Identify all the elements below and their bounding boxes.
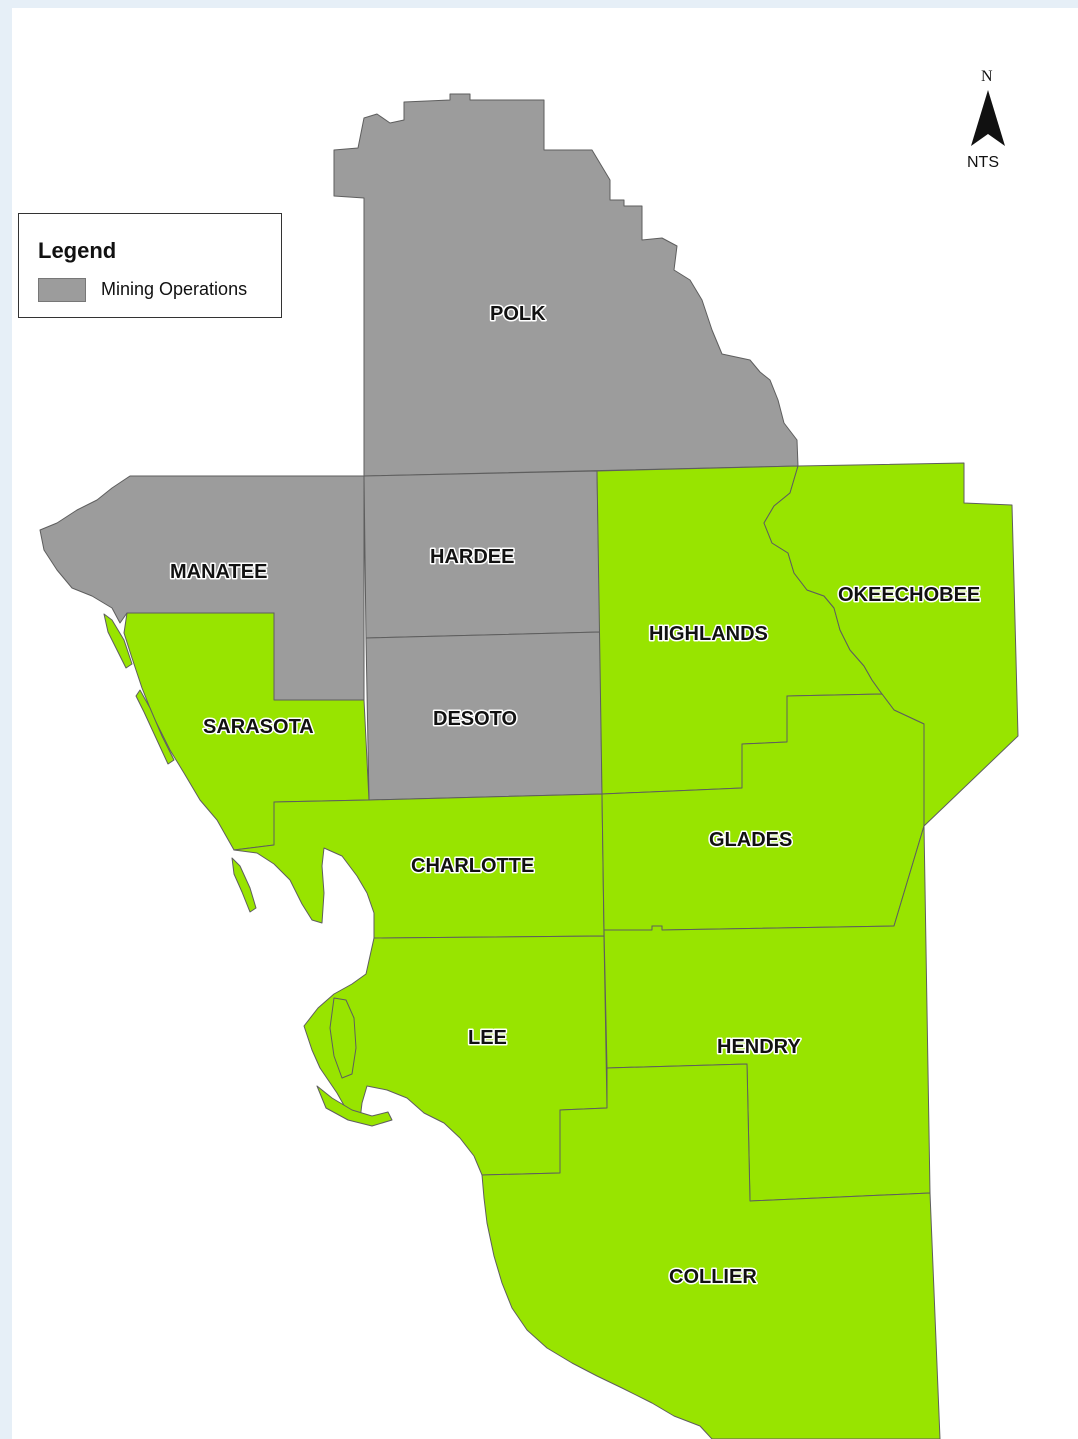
label-hardee: HARDEE xyxy=(430,546,514,568)
north-letter: N xyxy=(981,68,993,85)
label-collier: COLLIER xyxy=(669,1266,757,1288)
island-gasparilla xyxy=(231,857,257,913)
island-sanibel xyxy=(316,1085,393,1127)
county-polk xyxy=(333,93,799,477)
label-manatee: MANATEE xyxy=(170,561,267,583)
island-longboat xyxy=(103,613,133,669)
label-charlotte: CHARLOTTE xyxy=(411,855,534,877)
label-highlands: HIGHLANDS xyxy=(649,623,768,645)
label-lee: LEE xyxy=(468,1027,507,1049)
label-hendry: HENDRY xyxy=(717,1036,801,1058)
map-frame: POLK MANATEE HARDEE HIGHLANDS OKEECHOBEE… xyxy=(12,8,1078,1439)
county-map: POLK MANATEE HARDEE HIGHLANDS OKEECHOBEE… xyxy=(39,93,1019,1439)
legend-swatch-mining xyxy=(38,278,86,302)
label-glades: GLADES xyxy=(709,829,792,851)
scale-note: NTS xyxy=(967,154,999,171)
island-siesta xyxy=(135,689,175,765)
legend-title: Legend xyxy=(38,238,117,263)
legend: Legend Mining Operations xyxy=(18,213,282,318)
label-polk: POLK xyxy=(490,303,546,325)
county-collier xyxy=(481,1063,941,1439)
label-desoto: DESOTO xyxy=(433,708,517,730)
north-arrow: N NTS xyxy=(962,68,1012,178)
county-okeechobee xyxy=(763,462,1019,827)
north-arrow-icon xyxy=(971,90,1005,146)
county-sarasota xyxy=(123,612,370,851)
island-pineisland xyxy=(329,997,357,1079)
label-okeechobee: OKEECHOBEE xyxy=(838,584,980,606)
label-sarasota: SARASOTA xyxy=(203,716,314,738)
legend-label-mining: Mining Operations xyxy=(101,279,248,299)
